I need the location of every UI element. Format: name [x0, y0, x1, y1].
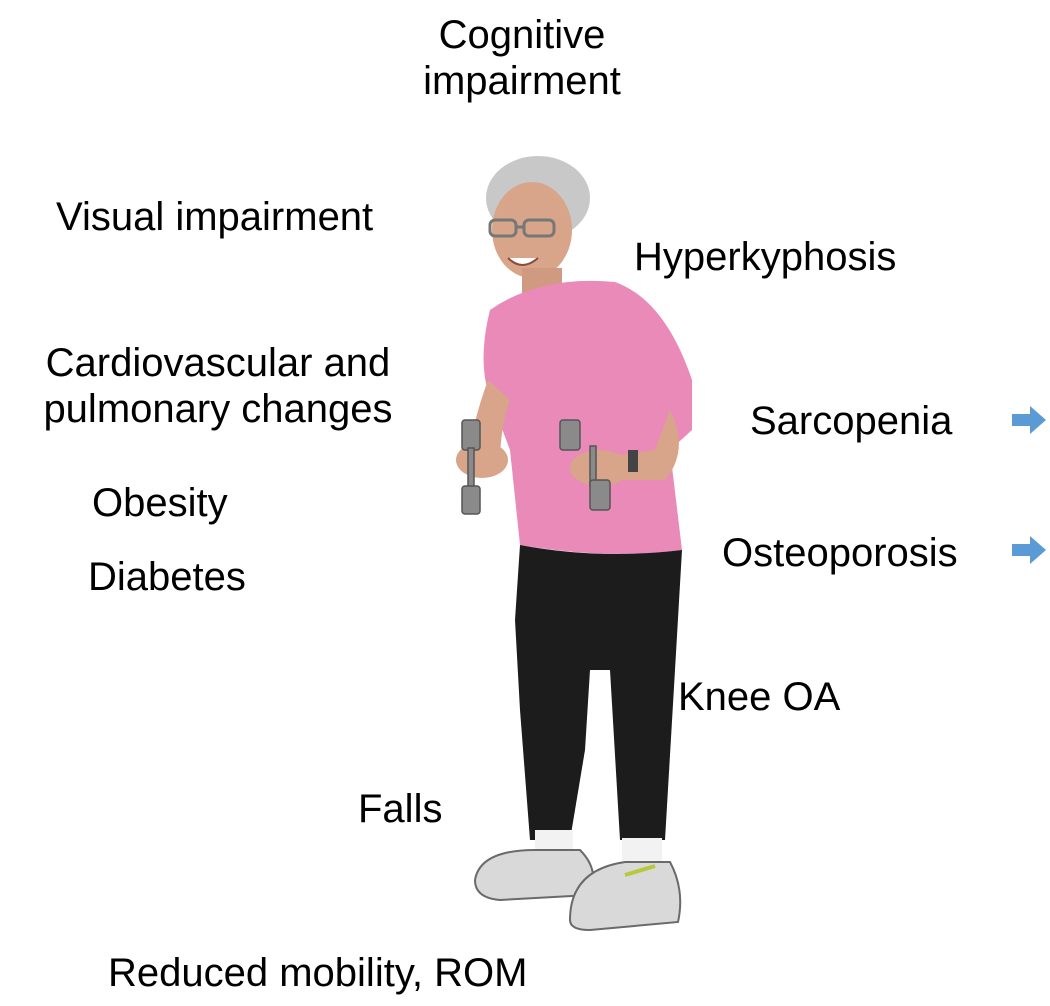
label-cognitive-impairment: Cognitive impairment: [402, 12, 642, 104]
label-diabetes: Diabetes: [88, 554, 246, 600]
right-arrow-icon: [1012, 536, 1046, 564]
label-obesity: Obesity: [92, 480, 228, 526]
label-knee-oa: Knee OA: [678, 674, 840, 720]
label-hyperkyphosis: Hyperkyphosis: [634, 234, 896, 280]
label-visual-impairment: Visual impairment: [56, 194, 373, 240]
label-sarcopenia: Sarcopenia: [750, 398, 952, 444]
black-pants: [515, 545, 682, 840]
label-cardiovascular-pulmonary: Cardiovascular and pulmonary changes: [8, 340, 428, 432]
label-reduced-mobility-rom: Reduced mobility, ROM: [108, 950, 527, 996]
right-arrow-icon: [1012, 406, 1046, 434]
label-osteoporosis: Osteoporosis: [722, 530, 958, 576]
face: [492, 182, 572, 278]
label-falls: Falls: [358, 786, 442, 832]
pink-shirt: [484, 281, 692, 554]
sneakers: [475, 850, 680, 930]
